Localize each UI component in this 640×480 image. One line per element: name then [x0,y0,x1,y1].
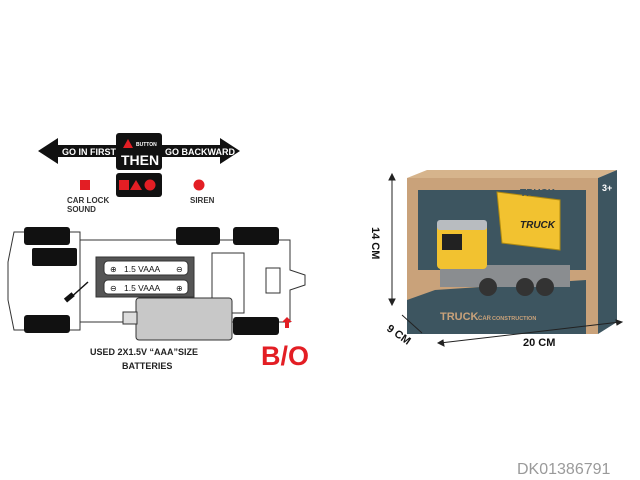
width-dimension: 20 CM [523,337,555,349]
battery-cell-1: 1.5 VAAA [124,264,161,274]
triangle-icon [123,139,133,148]
wheels [24,227,279,335]
watermark: DK01386791 [517,461,611,478]
truck-chassis-diagram [7,231,306,341]
height-dimension: 14 CM [369,227,381,259]
brand-sub-label: CAR [478,316,492,322]
screwdriver-icon [63,281,89,303]
triangle-icon [130,180,142,190]
dimension-arrows [388,172,624,347]
then-label: THEN [121,152,159,168]
battery-caption-1: USED 2X1.5V “AAA”SIZE [90,347,198,357]
dump-body-text: TRUCK [520,220,556,231]
brand-top: TRUCK [520,188,556,199]
minus-icon: ⊖ [110,284,117,293]
car-lock-label-2: SOUND [67,205,96,214]
go-backward-label: GO BACKWARD [165,147,235,157]
siren-circle-icon [193,179,205,191]
series-label: CONSTRUCTION [492,316,536,322]
minus-icon: ⊖ [176,265,183,274]
go-in-first-label: GO IN FIRST [62,147,117,157]
car-lock-label-1: CAR LOCK [67,196,109,205]
brand-label: TRUCK [440,311,479,323]
battery-caption-2: BATTERIES [122,361,172,371]
truck-toy [437,191,570,296]
siren-label: SIREN [190,196,215,205]
car-lock-square-icon [80,180,90,190]
bo-label: B/O [261,341,309,371]
circle-icon [144,179,156,191]
plus-icon: ⊕ [176,284,183,293]
battery-cell-2: 1.5 VAAA [124,283,161,293]
square-icon [119,180,129,190]
plus-icon: ⊕ [110,265,117,274]
button-label: BUTTON [136,142,157,148]
age-label: 3+ [602,183,612,193]
arrow-up-icon [282,317,292,328]
